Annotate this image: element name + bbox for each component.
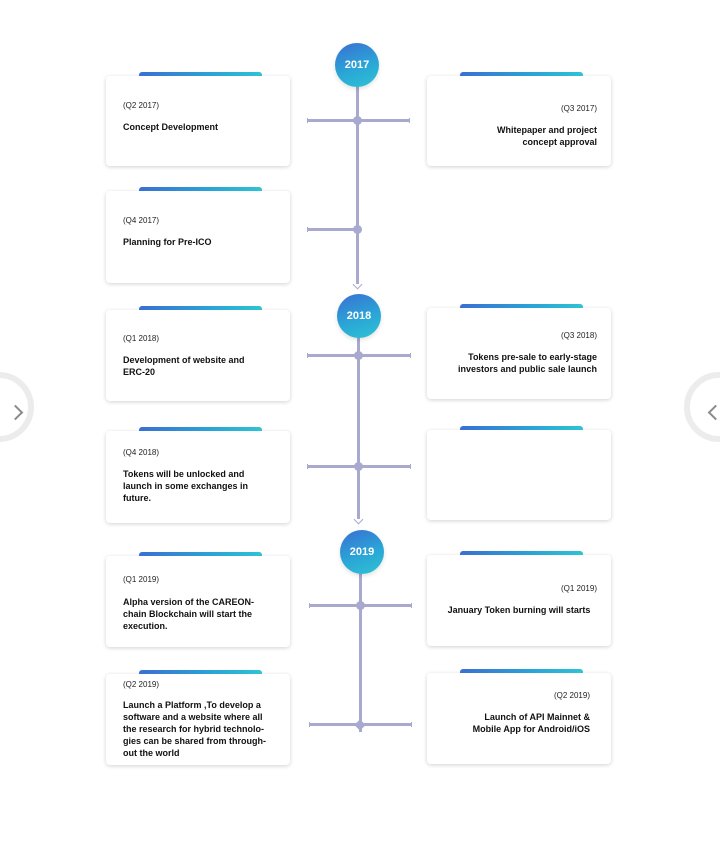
milestone-card: (Q4 2017) Planning for Pre-ICO: [106, 187, 290, 283]
milestone-card: (Q4 2018) Tokens will be unlocked and la…: [106, 427, 290, 523]
chevron-left-icon: [707, 404, 720, 421]
milestone-card: (Q3 2017) Whitepaper and project concept…: [427, 72, 611, 166]
milestone-card: (Q1 2019) Alpha version of the CAREON-ch…: [106, 552, 290, 647]
milestone-title: Planning for Pre-ICO: [123, 237, 212, 247]
milestone-date: (Q3 2018): [560, 331, 597, 340]
timeline-node: [354, 351, 363, 360]
milestone-card: (Q1 2019) January Token burning will sta…: [427, 551, 611, 646]
timeline-end-node: [354, 719, 366, 731]
milestone-title: Tokens will be unlocked and launch in so…: [123, 469, 249, 503]
milestone-title: Concept Development: [123, 122, 219, 132]
year-badge: 2019: [340, 530, 384, 574]
timeline-node: [356, 601, 365, 610]
milestone-date: (Q3 2017): [560, 104, 597, 113]
milestone-card-empty: [427, 426, 611, 520]
timeline-node: [353, 116, 362, 125]
milestone-title: Launch a Platform ,To develop a software…: [123, 700, 267, 758]
milestone-date: (Q4 2017): [123, 216, 160, 225]
milestone-card: (Q2 2017) Concept Development: [106, 72, 290, 166]
chevron-down-icon: [353, 514, 364, 525]
milestone-card: (Q2 2019) Launch a Platform ,To develop …: [106, 670, 290, 765]
timeline-connector: [307, 227, 357, 232]
chevron-down-icon: [352, 279, 363, 290]
milestone-date: (Q2 2019): [553, 691, 590, 700]
milestone-date: (Q1 2019): [123, 575, 160, 584]
milestone-card: (Q1 2018) Development of website and ERC…: [106, 306, 290, 401]
milestone-title: Alpha version of the CAREON-chain Blockc…: [123, 597, 255, 631]
timeline-line: [357, 336, 360, 519]
year-badge: 2017: [335, 43, 379, 87]
year-badge: 2018: [337, 294, 381, 338]
milestone-date: (Q2 2017): [123, 101, 160, 110]
milestone-card: (Q3 2018) Tokens pre-sale to early-stage…: [427, 304, 611, 399]
milestone-date: (Q1 2019): [560, 584, 597, 593]
milestone-date: (Q1 2018): [123, 334, 160, 343]
milestone-title: Whitepaper and project concept approval: [496, 125, 597, 147]
timeline-node: [353, 225, 362, 234]
timeline-line: [356, 86, 359, 284]
milestone-date: (Q4 2018): [123, 448, 160, 457]
milestone-card: (Q2 2019) Launch of API Mainnet & Mobile…: [427, 669, 611, 764]
carousel-prev-button[interactable]: [0, 372, 34, 442]
timeline-node: [354, 462, 363, 471]
timeline-line: [359, 572, 362, 732]
milestone-title: Tokens pre-sale to early-stage investors…: [457, 352, 597, 374]
carousel-next-button[interactable]: [684, 372, 720, 442]
chevron-right-icon: [7, 404, 24, 421]
milestone-title: Launch of API Mainnet & Mobile App for A…: [472, 712, 590, 734]
milestone-title: Development of website and ERC-20: [123, 355, 245, 377]
milestone-title: January Token burning will starts: [447, 605, 591, 615]
milestone-date: (Q2 2019): [123, 680, 160, 689]
